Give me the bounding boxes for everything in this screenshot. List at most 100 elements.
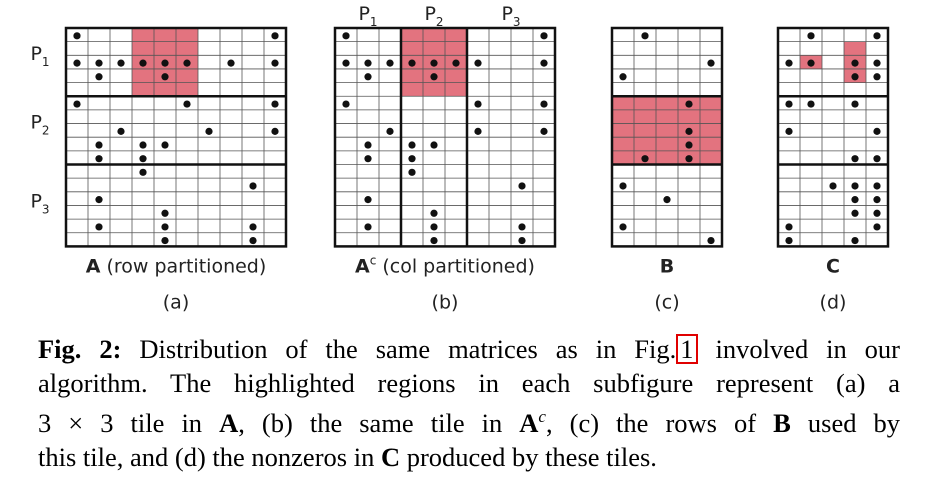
nonzero-dot-b	[408, 155, 416, 163]
nonzero-dot-a	[139, 155, 147, 163]
nonzero-dot-d	[829, 182, 837, 190]
nonzero-dot-d	[807, 59, 815, 67]
nonzero-dot-a	[117, 59, 125, 67]
nonzero-dot-a	[271, 32, 279, 40]
caption-line-2: algorithm. The highlighted regions in ea…	[38, 368, 900, 398]
caption-superscript-c: c	[538, 407, 546, 426]
matrix-label-d: C	[826, 255, 840, 277]
nonzero-dot-b	[518, 223, 526, 231]
partition-label-b-2: P2	[424, 3, 443, 29]
nonzero-dot-c	[707, 236, 715, 245]
caption-text-3b: , (b) the same tile in	[238, 407, 520, 438]
caption-line-1: Fig. 2: Distribution of the same matrice…	[38, 332, 900, 366]
matrix-label-a: A (row partitioned)	[86, 255, 267, 277]
nonzero-dot-a	[95, 141, 103, 149]
nonzero-dot-a	[227, 59, 235, 67]
subfigure-label-a: (a)	[163, 291, 189, 313]
subfigure-label-c: (c)	[654, 291, 679, 313]
nonzero-dot-b	[430, 59, 438, 67]
nonzero-dot-d	[851, 155, 859, 163]
nonzero-dot-d	[873, 196, 881, 204]
nonzero-dot-a	[183, 59, 191, 67]
matrix-border-a	[64, 26, 288, 248]
nonzero-dot-a	[95, 73, 103, 81]
nonzero-dot-a	[139, 168, 147, 176]
nonzero-dot-d	[873, 209, 881, 217]
matrix-border-b	[333, 26, 557, 248]
nonzero-dot-a	[161, 236, 169, 245]
nonzero-dot-d	[785, 223, 793, 231]
nonzero-dot-d	[873, 127, 881, 135]
nonzero-dot-a	[249, 182, 257, 190]
nonzero-dot-a	[161, 73, 169, 81]
nonzero-dot-d	[873, 155, 881, 163]
nonzero-dot-b	[540, 59, 548, 67]
nonzero-dot-b	[452, 59, 460, 67]
nonzero-dot-b	[474, 127, 482, 135]
nonzero-dot-c	[619, 73, 627, 81]
partition-label-b-1: P1	[358, 3, 377, 29]
caption-text-3c: , (c) the rows of	[545, 407, 774, 438]
caption-line-3: 3 × 3 tile in A, (b) the same tile in Ac…	[38, 400, 900, 440]
caption-matrix-ac: A	[519, 407, 539, 438]
nonzero-dot-d	[851, 196, 859, 204]
nonzero-dot-d	[785, 59, 793, 67]
nonzero-dot-d	[851, 209, 859, 217]
caption-text-4b: produced by these tiles.	[400, 441, 657, 472]
nonzero-dot-b	[430, 141, 438, 149]
nonzero-dot-a	[139, 141, 147, 149]
nonzero-dot-a	[95, 155, 103, 163]
nonzero-dot-b	[430, 236, 438, 245]
nonzero-dot-a	[95, 223, 103, 231]
caption-text-1: Distribution of the same matrices as in …	[121, 334, 677, 364]
matrix-border-d	[776, 26, 890, 248]
nonzero-dot-a	[161, 209, 169, 217]
nonzero-dot-b	[518, 182, 526, 190]
nonzero-dot-d	[851, 236, 859, 245]
nonzero-dot-d	[785, 236, 793, 245]
nonzero-dot-b	[364, 223, 372, 231]
caption-matrix-b: B	[773, 407, 791, 438]
nonzero-dot-a	[139, 59, 147, 67]
nonzero-dot-a	[161, 141, 169, 149]
nonzero-dot-a	[249, 223, 257, 231]
nonzero-dot-a	[73, 32, 81, 40]
matrix-label-c: B	[660, 255, 674, 277]
nonzero-dot-a	[161, 59, 169, 67]
partition-label-a-2: P2	[30, 111, 49, 137]
nonzero-dot-a	[95, 59, 103, 67]
nonzero-dot-a	[205, 127, 213, 135]
nonzero-dot-b	[364, 141, 372, 149]
figure-reference-link[interactable]: 1	[676, 334, 698, 364]
nonzero-dot-b	[518, 236, 526, 245]
matrix-border-c	[610, 26, 724, 248]
caption-text-1b: involved in our	[697, 334, 900, 364]
nonzero-dot-b	[408, 168, 416, 176]
nonzero-dot-b	[364, 196, 372, 204]
caption-text-4a: this tile, and (d) the nonzeros in	[38, 441, 381, 472]
nonzero-dot-b	[386, 59, 394, 67]
nonzero-dot-c	[663, 196, 671, 204]
nonzero-dot-d	[807, 32, 815, 40]
nonzero-dot-d	[785, 100, 793, 108]
nonzero-dot-b	[342, 59, 350, 67]
partition-label-b-3: P3	[501, 3, 520, 29]
subfigure-label-b: (b)	[432, 291, 459, 313]
caption-matrix-a: A	[219, 407, 239, 438]
caption-fig-label: Fig. 2:	[38, 334, 122, 364]
nonzero-dot-b	[386, 127, 394, 135]
nonzero-dot-d	[851, 182, 859, 190]
subfigure-label-d: (d)	[820, 291, 847, 313]
nonzero-dot-d	[851, 59, 859, 67]
partition-label-a-3: P3	[30, 190, 49, 216]
nonzero-dot-a	[73, 59, 81, 67]
nonzero-dot-b	[430, 223, 438, 231]
nonzero-dot-b	[430, 209, 438, 217]
caption-matrix-c: C	[380, 441, 401, 472]
nonzero-dot-b	[364, 155, 372, 163]
nonzero-dot-a	[161, 223, 169, 231]
nonzero-dot-d	[873, 59, 881, 67]
nonzero-dot-c	[685, 127, 693, 135]
matrix-label-b: Ac (col partitioned)	[355, 253, 535, 277]
nonzero-dot-d	[807, 100, 815, 108]
